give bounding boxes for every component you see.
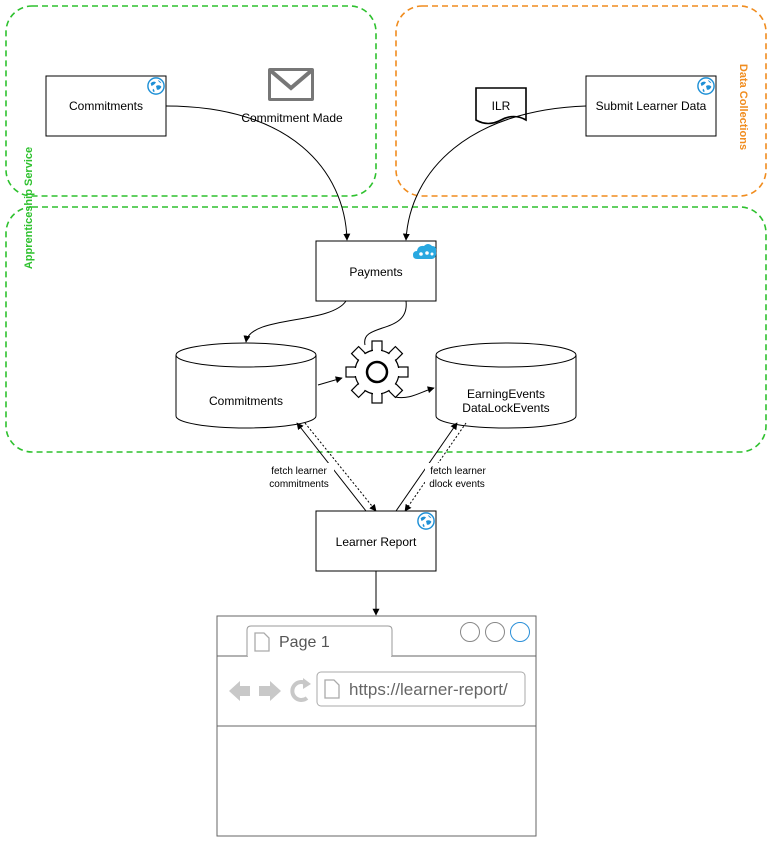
label-apprenticeship-service: Apprenticeship Service [23, 147, 35, 269]
group-apprenticeship-service [5, 206, 767, 453]
edge-gear-to-events-db [394, 386, 435, 399]
node-commitments-db-label: Commitments [209, 394, 283, 408]
envelope-icon [268, 68, 314, 101]
cloud-icon [413, 244, 437, 259]
node-payments[interactable] [315, 240, 437, 302]
node-learner-report-label: Learner Report [336, 535, 417, 549]
edge-commitments-db-to-report-dotted [304, 422, 377, 512]
node-submit-learner-data[interactable] [585, 75, 717, 137]
url-text: https://learner-report/ [349, 680, 508, 699]
reload-icon[interactable] [290, 678, 311, 702]
window-control-3[interactable] [510, 622, 530, 642]
group-data-collections [395, 5, 767, 197]
gear-icon [345, 340, 409, 404]
url-bar[interactable] [316, 671, 526, 707]
node-events-db[interactable] [435, 342, 577, 429]
label-data-collections: Data Collections [737, 64, 749, 150]
node-events-db-label-2: DataLockEvents [462, 401, 549, 415]
edge-label-fetch-commitments-1: fetch learner [271, 466, 327, 477]
browser-tab[interactable] [246, 625, 393, 656]
document-icon [475, 87, 527, 125]
edge-payments-to-commitments-db [243, 300, 347, 343]
node-learner-report[interactable] [315, 510, 437, 572]
window-control-1[interactable] [460, 622, 480, 642]
edge-commitments-to-payments [165, 105, 351, 241]
edge-label-fetch-commitments-2: commitments [269, 479, 328, 490]
node-submit-learner-data-label: Submit Learner Data [596, 99, 707, 113]
url-page-icon [324, 679, 340, 699]
node-commitments-service[interactable] [45, 75, 167, 137]
edge-payments-to-gear [364, 300, 407, 346]
globe-icon [147, 77, 165, 95]
message-ilr: ILR [492, 99, 511, 113]
edge-label-fetch-dlock-2: dlock events [429, 479, 485, 490]
page-icon [254, 632, 270, 652]
edge-submit-to-payments [402, 105, 587, 241]
forward-arrow-icon[interactable] [259, 681, 281, 701]
node-commitments-db[interactable] [175, 342, 317, 429]
browser-tab-label: Page 1 [279, 634, 330, 651]
globe-icon [697, 77, 715, 95]
node-commitments-service-label: Commitments [69, 99, 143, 113]
edge-commitments-db-to-gear [317, 376, 343, 386]
window-control-2[interactable] [485, 622, 505, 642]
message-commitment-made: Commitment Made [241, 111, 343, 125]
edge-label-fetch-dlock-1: fetch learner [430, 466, 486, 477]
globe-icon [417, 512, 435, 530]
back-arrow-icon[interactable] [229, 681, 250, 701]
group-top-left-green [5, 5, 377, 197]
node-payments-label: Payments [349, 265, 402, 279]
browser-window: Page 1 https://learner-report/ [216, 615, 537, 837]
node-events-db-label-1: EarningEvents [467, 387, 545, 401]
